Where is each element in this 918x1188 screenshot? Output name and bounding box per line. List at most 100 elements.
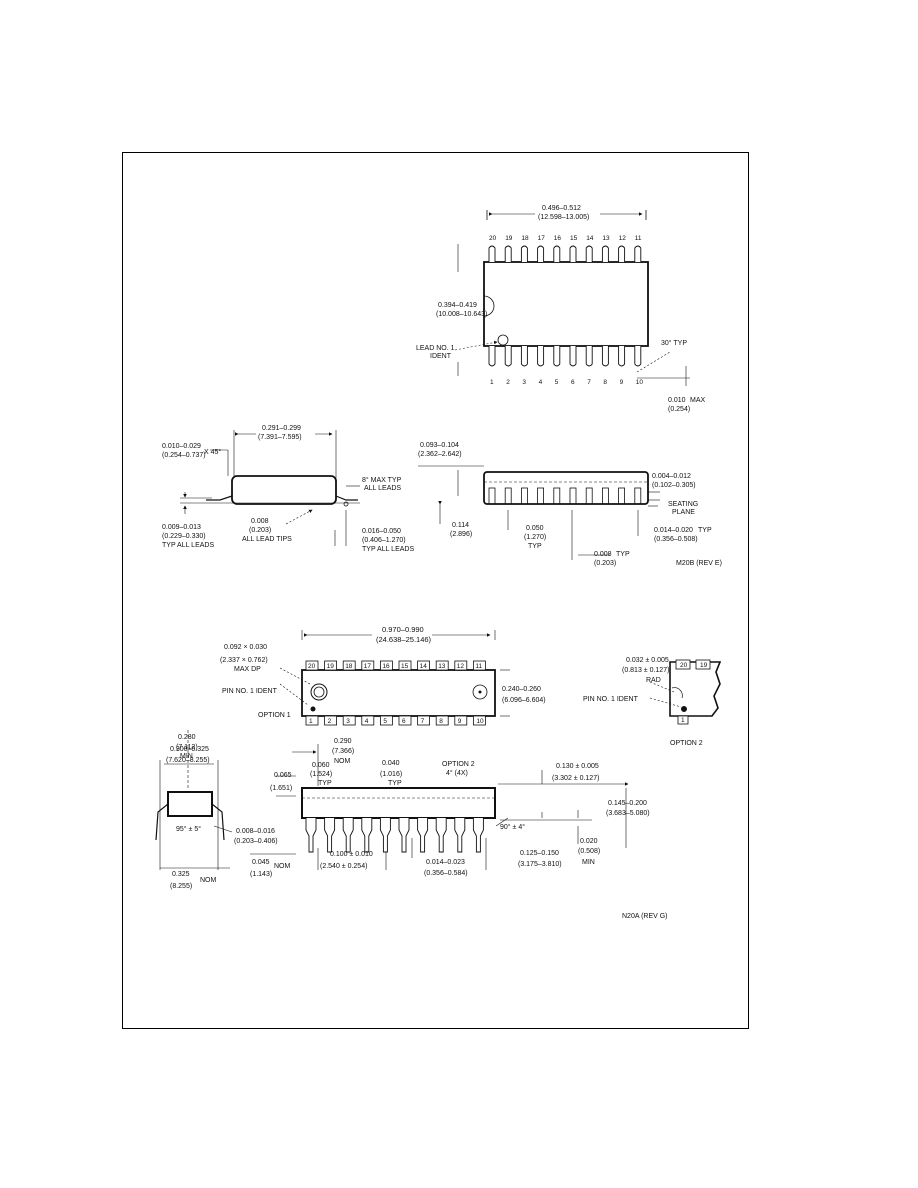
soic-angle: 30° TYP: [661, 339, 687, 347]
dip-top-pin-box: [361, 660, 375, 671]
dip-row-in: 0.300–0.325: [170, 746, 209, 753]
dip-bottom-pin-number: 3: [346, 718, 350, 725]
soic-ext-in: 0.008: [594, 551, 612, 558]
dip-top-pin-box: [305, 660, 319, 671]
dip-option1: OPTION 1: [258, 712, 291, 719]
dip-shoulder-typ: TYP: [318, 780, 332, 787]
soic-bottom-pin-number: 2: [506, 379, 510, 386]
soic-standoff-mm: (0.102–0.305): [652, 482, 696, 489]
dip-seat-in: 0.020: [580, 838, 598, 845]
dip-side-lead: [472, 818, 484, 853]
soic-height-mm: (2.362–2.642): [418, 451, 462, 458]
dip-lw2-in: 0.014–0.023: [426, 859, 465, 866]
dip-top-pin-number: 18: [345, 663, 353, 670]
soic-bottom-pin-number: 5: [555, 379, 559, 386]
soic-seating-2: PLANE: [672, 509, 695, 516]
soic-bottom-lead: [618, 346, 626, 367]
soic-top-lead: [618, 245, 626, 262]
dip-option2-view: [649, 659, 722, 725]
dip-bottom-pin-box: [454, 715, 468, 726]
soic-top-pin-number: 14: [586, 235, 594, 242]
dip-opt2-pin-1: 1: [681, 717, 685, 724]
dip-notch-mm: (2.337 × 0.762): [220, 657, 268, 664]
dip-opt2-rad-mm: (0.813 ± 0.127): [622, 667, 669, 674]
soic-width-mm: (10.008–10.643): [436, 311, 487, 318]
dip-end-view: [155, 730, 233, 870]
soic-top-lead: [504, 245, 512, 262]
soic-top-view: [454, 210, 690, 386]
dip-top-pin-box: [417, 660, 431, 671]
dip-opt2-pin-19: 19: [700, 662, 708, 669]
soic-pitch-in: 0.050: [526, 525, 544, 532]
soic-draft: 8° MAX TYP: [362, 476, 402, 484]
dip-bottom-pin-box: [305, 715, 319, 726]
soic-bottom-pin-number: 7: [587, 379, 591, 386]
soic-lead-w-mm: (0.356–0.508): [654, 536, 698, 543]
soic-stub-mm: (2.896): [450, 531, 472, 538]
soic-top-lead: [634, 245, 642, 262]
dip-bottom-pin-number: 9: [458, 718, 462, 725]
dip-lw-in: 0.040: [382, 760, 400, 767]
dip-side-view: [250, 744, 629, 870]
dip-width-in: 0.240–0.260: [502, 686, 541, 693]
dip-top-pin-number: 20: [308, 663, 316, 670]
dip-bottom-pin-box: [379, 715, 393, 726]
dip-lead-top-in: 0.065: [274, 772, 292, 779]
dip-length-mm: (24.638–25.146): [376, 635, 432, 644]
dip-top-pin-box: [324, 660, 338, 671]
soic-lead-w-in: 0.014–0.020: [654, 527, 693, 534]
dip-bottom-pin-number: 2: [328, 718, 332, 725]
soic-bottom-pin-number: 10: [636, 379, 644, 386]
dip-top-view: [279, 630, 510, 717]
soic-lead1-ident: LEAD NO. 1: [416, 345, 455, 352]
dip-lw2-mm: (0.356–0.584): [424, 870, 468, 877]
dip-angle: 95° ± 5°: [176, 825, 201, 833]
dip-drawing-code: N20A (REV G): [622, 913, 668, 920]
dip-bottom-pin-number: 6: [402, 718, 406, 725]
dip-bottom-pin-number: 8: [439, 718, 443, 725]
dip-side-lead: [398, 818, 410, 853]
dip-bottom-pin-number: 4: [365, 718, 369, 725]
dip-lead-top-mm: (1.651): [270, 785, 292, 792]
soic-top-lead: [537, 245, 545, 262]
dip-bottom-pin-number: 1: [309, 718, 313, 725]
dip-seat-mm: (0.508): [578, 848, 600, 855]
soic-lead-rad-note: ALL LEAD TIPS: [242, 536, 292, 543]
soic-body-mm: (7.391–7.595): [258, 434, 302, 441]
dip-total-mm: (3.683–5.080): [606, 810, 650, 817]
dip-top-pin-box: [472, 660, 486, 671]
soic-lead-rad-mm: (0.203): [249, 527, 271, 534]
soic-bottom-lead: [634, 346, 642, 367]
dip-top-pin-number: 16: [382, 663, 390, 670]
soic-bottom-lead: [553, 346, 561, 367]
soic-body-in: 0.291–0.299: [262, 425, 301, 432]
dip-body-ht-mm: (3.302 ± 0.127): [552, 775, 599, 782]
soic-standoff-in: 0.004–0.012: [652, 473, 691, 480]
soic-top-pin-number: 13: [602, 235, 610, 242]
soic-side-view: [180, 430, 360, 546]
soic-lead-rad-in: 0.008: [251, 518, 269, 525]
soic-front-view: [418, 465, 660, 560]
dip-top-pin-box: [342, 660, 356, 671]
dip-top-pin-number: 15: [401, 663, 409, 670]
soic-chamfer-x: X 45°: [204, 448, 221, 456]
soic-foot-mm: (0.406–1.270): [362, 537, 406, 544]
soic-bottom-pin-number: 8: [603, 379, 607, 386]
dip-ht-in: 0.280: [178, 734, 196, 741]
dip-notch-in: 0.092 × 0.030: [224, 644, 267, 651]
dip-lw-mm: (1.016): [380, 771, 402, 778]
dip-lead-thk-in: 0.008–0.016: [236, 828, 275, 835]
soic-bottom-lead: [488, 346, 496, 367]
dip-ends-in: 0.325: [172, 871, 190, 878]
soic-bottom-lead: [569, 346, 577, 367]
soic-bottom-pin-number: 9: [620, 379, 624, 386]
dip-span-mm: (7.366): [332, 748, 354, 755]
soic-chamfer-in: 0.010–0.029: [162, 443, 201, 450]
soic-front-lead: [504, 487, 512, 505]
dip-bottom-pin-box: [324, 715, 338, 726]
drawing-frame: [122, 152, 749, 1029]
dip-side-pin-row: [305, 818, 484, 853]
dip-opt2-label: OPTION 2: [670, 740, 703, 747]
